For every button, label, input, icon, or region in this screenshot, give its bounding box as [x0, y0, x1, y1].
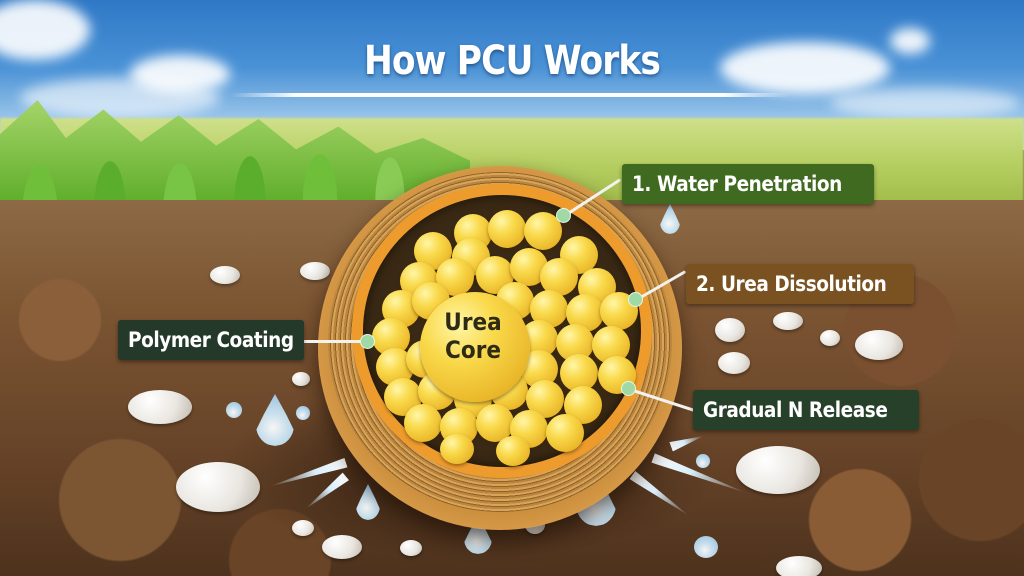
connector-dot-release: [621, 381, 636, 396]
cloud: [20, 78, 220, 118]
fertilizer-prill: [176, 462, 260, 512]
water-drop-icon: [694, 536, 718, 558]
fertilizer-prill: [292, 520, 314, 536]
fertilizer-prill: [820, 330, 840, 346]
connector-dot-polymer: [360, 334, 375, 349]
fertilizer-prill: [715, 318, 745, 342]
callout-polymer-coating: Polymer Coating: [118, 320, 304, 360]
urea-bead: [488, 210, 526, 248]
urea-bead: [540, 258, 578, 296]
cloud: [0, 0, 90, 60]
urea-bead: [496, 436, 530, 466]
page-title: How PCU Works: [363, 38, 661, 84]
fertilizer-prill: [855, 330, 903, 360]
fertilizer-prill: [300, 262, 330, 280]
urea-bead: [546, 414, 584, 452]
cloud: [720, 42, 890, 94]
urea-core-bead: [420, 292, 530, 402]
water-drop-icon: [696, 454, 710, 468]
fertilizer-prill: [210, 266, 240, 284]
connector-dot-urea: [628, 292, 643, 307]
urea-core-label: Urea Core: [444, 308, 502, 364]
urea-bead: [404, 404, 442, 442]
fertilizer-prill: [292, 372, 310, 386]
fertilizer-prill: [776, 556, 822, 576]
fertilizer-prill: [773, 312, 803, 330]
water-drop-icon: [296, 406, 310, 420]
title-underline: [230, 93, 790, 97]
water-drop-icon: [226, 402, 242, 418]
urea-bead: [560, 354, 598, 392]
urea-bead: [524, 212, 562, 250]
callout-urea-dissolution: 2. Urea Dissolution: [686, 264, 914, 304]
fertilizer-prill: [128, 390, 192, 424]
fertilizer-prill: [718, 352, 750, 374]
callout-water-penetration: 1. Water Penetration: [622, 164, 874, 204]
fertilizer-prill: [736, 446, 820, 494]
urea-bead: [440, 434, 474, 464]
connector-line-polymer: [300, 340, 364, 343]
cloud: [890, 28, 930, 54]
callout-gradual-n-release: Gradual N Release: [693, 390, 919, 430]
urea-bead: [476, 404, 514, 442]
connector-dot-water: [556, 208, 571, 223]
fertilizer-prill: [322, 535, 362, 559]
cloud: [830, 88, 1020, 118]
fertilizer-prill: [400, 540, 422, 556]
